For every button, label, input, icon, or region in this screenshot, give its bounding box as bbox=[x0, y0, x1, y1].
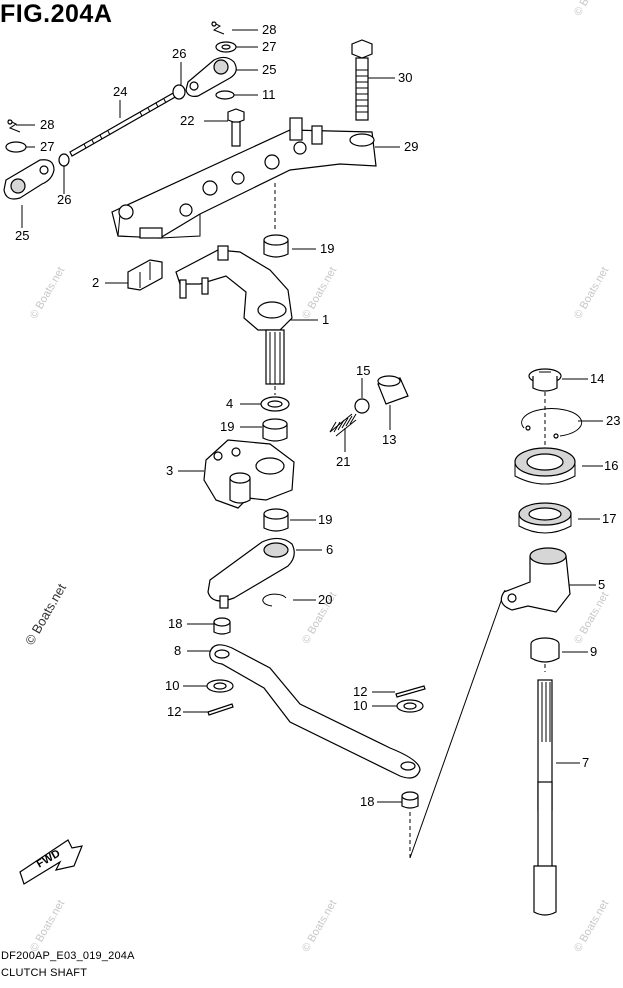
seal-17 bbox=[518, 502, 572, 534]
callout-21[interactable]: 21 bbox=[336, 454, 351, 469]
callout-27[interactable]: 27 bbox=[262, 39, 277, 54]
callout-22[interactable]: 22 bbox=[180, 113, 195, 128]
bushing-9 bbox=[530, 637, 560, 663]
figure-title: FIG.204A bbox=[0, 0, 113, 28]
bushing-18-upper bbox=[213, 617, 231, 635]
callout-9[interactable]: 9 bbox=[590, 644, 598, 659]
washer-10-right bbox=[396, 699, 424, 713]
footer-code: DF200AP_E03_019_204A bbox=[1, 950, 135, 962]
callout-28[interactable]: 28 bbox=[40, 117, 55, 132]
callout-1[interactable]: 1 bbox=[322, 312, 330, 327]
callout-2[interactable]: 2 bbox=[92, 275, 100, 290]
link-end-25-upper bbox=[185, 56, 237, 97]
callout-12[interactable]: 12 bbox=[353, 684, 368, 699]
bolt-22 bbox=[227, 108, 245, 147]
footer-caption: CLUTCH SHAFT bbox=[1, 967, 88, 979]
callout-19[interactable]: 19 bbox=[220, 419, 235, 434]
cam-3 bbox=[203, 439, 295, 509]
callout-13[interactable]: 13 bbox=[382, 432, 397, 447]
callout-10[interactable]: 10 bbox=[165, 678, 180, 693]
circlip-23 bbox=[521, 408, 583, 439]
clip-28-upper bbox=[211, 21, 225, 35]
link-end-25-left bbox=[3, 159, 55, 200]
callout-14[interactable]: 14 bbox=[590, 371, 605, 386]
washer-11 bbox=[215, 90, 235, 100]
pin-12-right bbox=[395, 685, 426, 698]
callout-25[interactable]: 25 bbox=[15, 228, 30, 243]
bearing-16 bbox=[514, 447, 576, 485]
callout-29[interactable]: 29 bbox=[404, 139, 419, 154]
callout-28[interactable]: 28 bbox=[262, 22, 277, 37]
link-8 bbox=[209, 644, 421, 779]
washer-4 bbox=[260, 396, 290, 412]
callout-15[interactable]: 15 bbox=[356, 363, 371, 378]
callout-26[interactable]: 26 bbox=[172, 46, 187, 61]
callout-4[interactable]: 4 bbox=[226, 396, 234, 411]
callout-6[interactable]: 6 bbox=[326, 542, 334, 557]
clip-28-left bbox=[7, 119, 21, 133]
washer-26-upper bbox=[172, 84, 186, 100]
callout-25[interactable]: 25 bbox=[262, 62, 277, 77]
callout-3[interactable]: 3 bbox=[166, 463, 174, 478]
bracket-29 bbox=[111, 117, 377, 239]
callout-26[interactable]: 26 bbox=[57, 192, 72, 207]
fwd-arrow bbox=[19, 839, 83, 885]
bushing-18-lower bbox=[401, 791, 419, 809]
ball-15 bbox=[354, 398, 370, 414]
callout-18[interactable]: 18 bbox=[360, 794, 375, 809]
callout-16[interactable]: 16 bbox=[604, 458, 619, 473]
pin-12-left bbox=[207, 703, 234, 716]
washer-10-left bbox=[206, 679, 234, 693]
bushing-13 bbox=[377, 375, 409, 405]
callout-23[interactable]: 23 bbox=[606, 413, 621, 428]
washer-27-left bbox=[5, 141, 27, 153]
callout-27[interactable]: 27 bbox=[40, 139, 55, 154]
shaft-7 bbox=[533, 679, 557, 916]
callout-30[interactable]: 30 bbox=[398, 70, 413, 85]
spring-21 bbox=[329, 413, 357, 437]
callout-17[interactable]: 17 bbox=[602, 511, 617, 526]
callout-19[interactable]: 19 bbox=[318, 512, 333, 527]
callout-18[interactable]: 18 bbox=[168, 616, 183, 631]
callout-7[interactable]: 7 bbox=[582, 755, 590, 770]
callout-10[interactable]: 10 bbox=[353, 698, 368, 713]
bushing-19-top bbox=[263, 234, 289, 258]
callout-11[interactable]: 11 bbox=[262, 87, 276, 102]
callout-20[interactable]: 20 bbox=[318, 592, 333, 607]
callout-8[interactable]: 8 bbox=[174, 643, 182, 658]
plug-14 bbox=[528, 368, 562, 392]
housing-5 bbox=[500, 547, 571, 613]
bushing-19-lower bbox=[263, 508, 289, 532]
callout-12[interactable]: 12 bbox=[167, 704, 182, 719]
washer-26-left bbox=[58, 153, 70, 167]
bolt-30 bbox=[351, 39, 373, 121]
bushing-19-mid bbox=[262, 418, 288, 442]
shift-lever-1 bbox=[175, 245, 293, 385]
callout-19[interactable]: 19 bbox=[320, 241, 335, 256]
circlip-20 bbox=[262, 593, 287, 607]
washer-27-upper bbox=[215, 41, 237, 53]
clip-2 bbox=[127, 259, 163, 291]
callout-24[interactable]: 24 bbox=[113, 84, 128, 99]
lever-6 bbox=[207, 537, 295, 609]
rod-24 bbox=[69, 91, 178, 157]
callout-5[interactable]: 5 bbox=[598, 577, 606, 592]
